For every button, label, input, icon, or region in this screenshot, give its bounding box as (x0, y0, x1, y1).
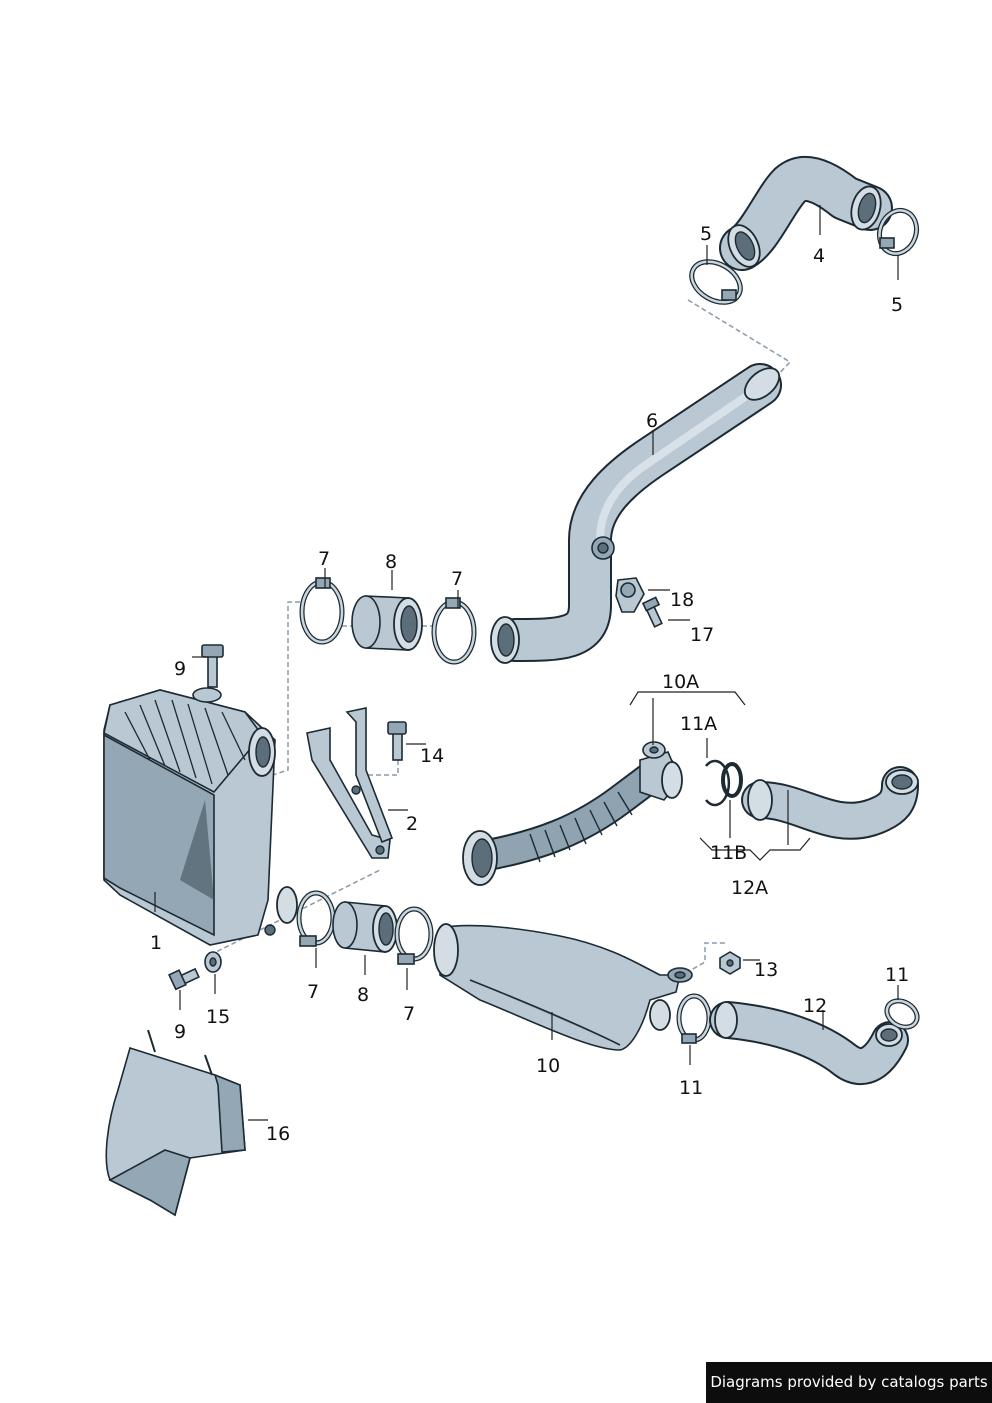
leader-lines (154, 205, 899, 1121)
clamp-part-7-upper-left[interactable] (299, 577, 345, 645)
o-ring-part-11B[interactable] (721, 762, 743, 798)
label-4: 4 (813, 245, 825, 267)
intercooler-part-1[interactable] (103, 689, 298, 946)
label-12: 12 (803, 995, 827, 1017)
clamp-part-11-lower[interactable] (676, 993, 712, 1044)
bracket-part-2[interactable] (306, 707, 394, 859)
air-duct-part-16[interactable] (105, 1029, 246, 1217)
label-18: 18 (670, 589, 694, 611)
label-8-upper: 8 (385, 551, 397, 573)
circlip-part-11A[interactable] (705, 759, 731, 807)
label-6: 6 (646, 410, 658, 432)
sleeve-part-8-upper[interactable] (351, 595, 423, 651)
label-11B: 11B (710, 842, 747, 864)
label-5-right: 5 (891, 294, 903, 316)
label-2: 2 (406, 813, 418, 835)
label-7-lower-right: 7 (403, 1003, 415, 1025)
nut-part-13[interactable] (719, 951, 741, 975)
label-7-upper-right: 7 (451, 568, 463, 590)
sleeve-part-8-lower[interactable] (332, 901, 398, 953)
grommet-part-15[interactable] (204, 951, 222, 973)
clamp-part-7-lower-right[interactable] (394, 906, 434, 965)
bolt-part-9-lower[interactable] (168, 967, 200, 991)
label-7-lower-left: 7 (307, 981, 319, 1003)
label-9-lower: 9 (174, 1021, 186, 1043)
label-8-lower: 8 (357, 984, 369, 1006)
credit-banner[interactable]: Diagrams provided by catalogs parts (706, 1362, 992, 1403)
pipe-part-10[interactable] (433, 923, 693, 1051)
bolt-part-14[interactable] (387, 721, 407, 761)
label-5-left: 5 (700, 223, 712, 245)
label-15: 15 (206, 1006, 230, 1028)
hose-part-12A[interactable] (741, 766, 919, 840)
label-16: 16 (266, 1123, 290, 1145)
label-11A: 11A (680, 713, 717, 735)
clamp-part-7-lower-left[interactable] (296, 890, 336, 947)
label-1: 1 (150, 932, 162, 954)
label-11-upper: 11 (885, 964, 909, 986)
label-9-upper: 9 (174, 658, 186, 680)
bolt-part-9-upper[interactable] (192, 644, 224, 703)
sensor-part-18[interactable] (615, 577, 645, 613)
label-7-upper-left: 7 (318, 548, 330, 570)
label-17: 17 (690, 624, 714, 646)
label-11-lower: 11 (679, 1077, 703, 1099)
label-13: 13 (754, 959, 778, 981)
hose-part-10A[interactable] (462, 741, 683, 886)
clamp-part-11-upper[interactable] (882, 996, 922, 1033)
clamp-part-7-upper-right[interactable] (431, 597, 477, 665)
label-10A: 10A (662, 671, 699, 693)
clamp-part-5-right[interactable] (874, 205, 923, 259)
label-14: 14 (420, 745, 444, 767)
label-10: 10 (536, 1055, 560, 1077)
pipe-part-6[interactable] (490, 362, 785, 664)
hose-part-12[interactable] (709, 1001, 909, 1085)
part-labels: 5 4 5 6 7 8 7 18 17 9 10A 11A 14 2 11B 1… (150, 223, 909, 1145)
hose-part-4[interactable] (719, 156, 893, 272)
label-12A: 12A (731, 877, 768, 899)
bolt-part-17[interactable] (641, 596, 663, 628)
clamp-part-5-left[interactable] (684, 253, 747, 310)
